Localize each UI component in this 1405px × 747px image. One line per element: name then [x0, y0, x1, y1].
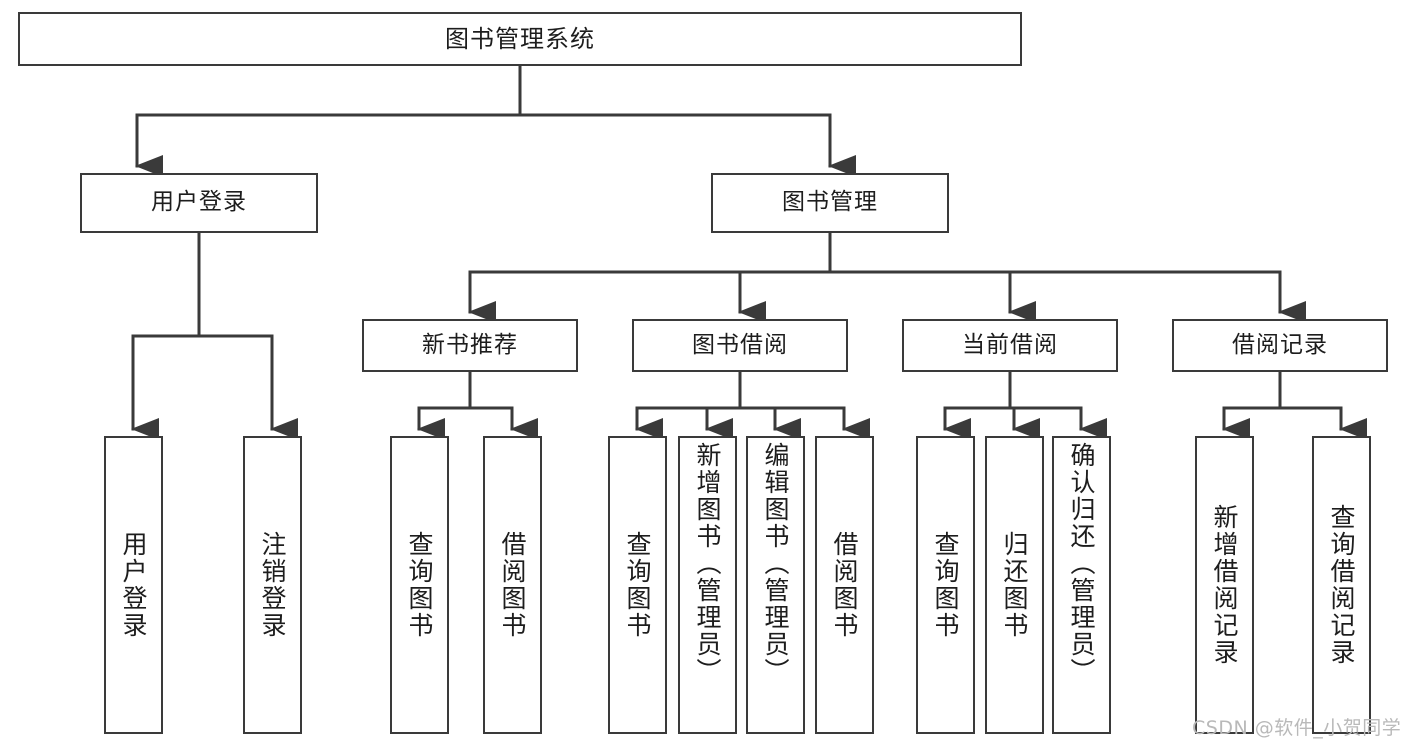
node-current-borrow-label: 当前借阅	[962, 331, 1058, 358]
node-leaf-query-record-label: 查询借阅记录	[1327, 504, 1356, 666]
node-user-login-label: 用户登录	[151, 189, 247, 216]
node-root[interactable]: 图书管理系统	[18, 12, 1022, 66]
node-leaf-confirm-return[interactable]: 确认归还（管理员）	[1052, 436, 1111, 734]
node-leaf-add-book[interactable]: 新增图书（管理员）	[678, 436, 737, 734]
node-leaf-edit-book[interactable]: 编辑图书（管理员）	[746, 436, 805, 734]
node-leaf-query-book-current-label: 查询图书	[931, 531, 960, 639]
node-leaf-query-book-borrow[interactable]: 查询图书	[608, 436, 667, 734]
node-leaf-return-book-label: 归还图书	[1000, 531, 1029, 639]
node-leaf-logout-label: 注销登录	[258, 531, 287, 639]
node-root-label: 图书管理系统	[445, 24, 595, 53]
node-borrow-record[interactable]: 借阅记录	[1172, 319, 1388, 372]
node-new-book-rec[interactable]: 新书推荐	[362, 319, 578, 372]
node-leaf-add-record-label: 新增借阅记录	[1210, 504, 1239, 666]
node-book-manage[interactable]: 图书管理	[711, 173, 949, 233]
node-leaf-logout[interactable]: 注销登录	[243, 436, 302, 734]
node-leaf-borrow-book-rec[interactable]: 借阅图书	[483, 436, 542, 734]
node-borrow-record-label: 借阅记录	[1232, 331, 1328, 358]
node-leaf-borrow-book[interactable]: 借阅图书	[815, 436, 874, 734]
watermark-text: CSDN @软件_小贺同学	[1192, 717, 1402, 739]
node-user-login[interactable]: 用户登录	[80, 173, 318, 233]
node-leaf-add-book-label: 新增图书（管理员）	[693, 442, 722, 685]
node-leaf-confirm-return-label: 确认归还（管理员）	[1067, 442, 1096, 685]
node-leaf-query-record[interactable]: 查询借阅记录	[1312, 436, 1371, 734]
node-leaf-borrow-book-rec-label: 借阅图书	[498, 531, 527, 639]
node-leaf-return-book[interactable]: 归还图书	[985, 436, 1044, 734]
node-leaf-query-book-current[interactable]: 查询图书	[916, 436, 975, 734]
node-leaf-user-login[interactable]: 用户登录	[104, 436, 163, 734]
node-book-manage-label: 图书管理	[782, 189, 878, 216]
node-leaf-add-record[interactable]: 新增借阅记录	[1195, 436, 1254, 734]
node-leaf-user-login-label: 用户登录	[119, 531, 148, 639]
node-leaf-borrow-book-label: 借阅图书	[830, 531, 859, 639]
node-leaf-edit-book-label: 编辑图书（管理员）	[761, 442, 790, 685]
node-leaf-query-book-rec-label: 查询图书	[405, 531, 434, 639]
node-book-borrow[interactable]: 图书借阅	[632, 319, 848, 372]
node-current-borrow[interactable]: 当前借阅	[902, 319, 1118, 372]
node-new-book-rec-label: 新书推荐	[422, 331, 518, 358]
node-leaf-query-book-rec[interactable]: 查询图书	[390, 436, 449, 734]
node-leaf-query-book-borrow-label: 查询图书	[623, 531, 652, 639]
node-book-borrow-label: 图书借阅	[692, 331, 788, 358]
